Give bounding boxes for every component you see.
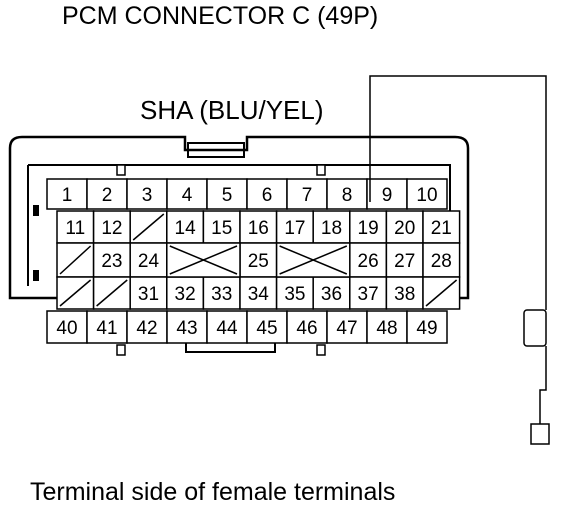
unused-terminal-cross xyxy=(279,245,348,275)
connector-latch xyxy=(187,142,245,158)
terminal-number: 10 xyxy=(416,185,437,206)
terminal-number: 1 xyxy=(62,185,73,206)
terminal-number: 7 xyxy=(302,185,313,206)
terminal-number: 3 xyxy=(142,185,153,206)
terminal-number: 21 xyxy=(431,218,452,239)
unused-terminal-slash xyxy=(59,245,92,275)
terminal-cell xyxy=(166,276,205,310)
terminal-cell xyxy=(349,210,388,244)
terminal-cell xyxy=(92,210,131,244)
terminal-number: 26 xyxy=(358,251,379,272)
terminal-number: 33 xyxy=(211,284,232,305)
terminal-cell xyxy=(206,310,248,344)
locating-tab xyxy=(116,344,126,356)
terminal-cell xyxy=(275,210,314,244)
terminal-number: 17 xyxy=(284,218,305,239)
terminal-cell xyxy=(286,310,328,344)
terminal-number: 31 xyxy=(138,284,159,305)
terminal-number: 35 xyxy=(284,284,305,305)
terminal-number: 14 xyxy=(175,218,197,239)
terminal-number: 34 xyxy=(248,284,270,305)
terminal-number: 48 xyxy=(376,318,397,339)
terminal-number: 36 xyxy=(321,284,342,305)
terminal-cell xyxy=(56,210,95,244)
locating-tab xyxy=(116,164,126,176)
terminal-cell xyxy=(246,178,288,210)
terminal-number: 16 xyxy=(248,218,269,239)
terminal-cell xyxy=(326,310,368,344)
lock-tab-left-upper xyxy=(33,205,39,216)
terminal-number: 25 xyxy=(248,251,269,272)
unused-terminal-slash xyxy=(132,213,165,241)
terminal-number: 41 xyxy=(96,318,117,339)
terminal-number: 12 xyxy=(101,218,122,239)
terminal-cell xyxy=(326,178,368,210)
terminal-number: 27 xyxy=(394,251,415,272)
terminal-cell xyxy=(126,310,168,344)
terminal-number: 37 xyxy=(358,284,379,305)
terminal-number: 46 xyxy=(296,318,317,339)
wire-label: SHA (BLU/YEL) xyxy=(140,95,324,125)
unused-terminal-slash xyxy=(59,279,92,307)
terminal-number: 43 xyxy=(176,318,197,339)
bottom-key xyxy=(185,343,276,353)
terminal-number: 11 xyxy=(65,218,85,239)
terminal-number: 8 xyxy=(342,185,353,206)
terminal-number: 47 xyxy=(336,318,357,339)
terminal-number: 20 xyxy=(394,218,415,239)
terminal-number: 19 xyxy=(358,218,379,239)
terminal-number: 40 xyxy=(56,318,77,339)
terminal-number: 23 xyxy=(101,251,122,272)
terminal-number: 28 xyxy=(431,251,452,272)
unused-terminal-cross xyxy=(169,245,238,275)
terminal-number: 6 xyxy=(262,185,273,206)
probe-tip-icon xyxy=(530,423,550,445)
terminal-number: 2 xyxy=(102,185,113,206)
terminal-number: 4 xyxy=(182,185,193,206)
terminal-number: 45 xyxy=(256,318,277,339)
terminal-number: 42 xyxy=(136,318,157,339)
terminal-number: 44 xyxy=(216,318,238,339)
terminal-number: 32 xyxy=(175,284,196,305)
terminal-number: 15 xyxy=(211,218,232,239)
unused-terminal-slash xyxy=(96,279,128,307)
connector-title: PCM CONNECTOR C (49P) xyxy=(62,2,379,30)
terminal-cell xyxy=(406,178,448,210)
terminal-number: 9 xyxy=(382,185,393,206)
terminal-number: 5 xyxy=(222,185,233,206)
terminal-cell xyxy=(385,210,424,244)
terminal-number: 24 xyxy=(138,251,160,272)
terminal-number: 49 xyxy=(416,318,437,339)
terminal-side-caption: Terminal side of female terminals xyxy=(30,478,396,506)
connector-housing xyxy=(8,135,470,300)
terminal-cell xyxy=(166,210,205,244)
terminal-number: 18 xyxy=(321,218,342,239)
unused-terminal-slash xyxy=(425,279,458,307)
probe-wire xyxy=(369,75,547,424)
locating-tab xyxy=(316,164,326,176)
terminal-cell xyxy=(406,310,448,344)
terminal-number: 38 xyxy=(394,284,415,305)
terminal-cell xyxy=(422,210,461,244)
lock-tab-left-lower xyxy=(33,270,39,281)
probe-connector-icon xyxy=(523,309,547,347)
locating-tab xyxy=(316,344,326,356)
terminal-cell xyxy=(202,276,241,310)
terminal-cell xyxy=(92,242,131,278)
